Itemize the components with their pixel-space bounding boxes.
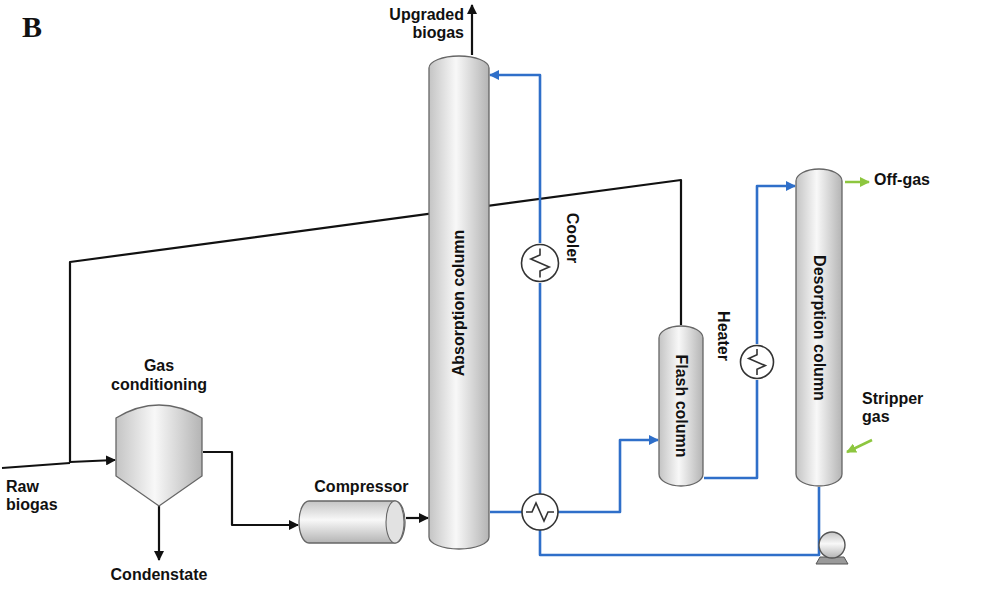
node-label: Heater <box>714 311 732 361</box>
node-label: Compressor <box>314 478 408 496</box>
stream-label: Upgraded biogas <box>372 6 464 43</box>
heat-exchanger <box>522 494 558 530</box>
solvent-line <box>490 440 658 512</box>
feed-line <box>2 463 70 468</box>
panel-letter: B <box>22 10 42 45</box>
vessel-node: Gas conditioning <box>115 398 203 508</box>
column-node: Flash column <box>658 325 704 487</box>
gas-line <box>406 517 428 519</box>
stream-label: Condenstate <box>104 566 214 584</box>
stream-label: Off-gas <box>874 171 930 189</box>
solvent-line <box>757 186 795 344</box>
pump-symbol <box>816 532 848 564</box>
column-shell <box>429 56 489 549</box>
compressor-end <box>386 501 404 543</box>
exchanger-zigzag <box>531 249 549 278</box>
column-shell <box>796 169 842 486</box>
exchanger-circle <box>522 245 559 282</box>
node-label: Gas conditioning <box>107 357 211 394</box>
node-label: Absorption column <box>450 229 468 376</box>
node-outline <box>298 500 406 544</box>
column-node: Absorption column <box>428 55 490 550</box>
stream-label: Stripper gas <box>862 390 954 427</box>
product-arrow <box>471 5 473 55</box>
column-shell <box>659 326 703 486</box>
node-label: Cooler <box>563 213 581 264</box>
exchanger-zigzag <box>749 349 766 375</box>
solvent-line <box>490 75 540 243</box>
compressor-shell <box>299 501 405 543</box>
compressor-node: Compressor <box>298 500 406 544</box>
solvent-line <box>704 380 757 478</box>
node-label: Flash column <box>672 354 690 457</box>
heater-node: Heater <box>739 344 775 380</box>
stream-label: Raw biogas <box>6 478 70 515</box>
node-label: Desorption column <box>810 255 828 401</box>
stripper-arrow <box>847 440 872 452</box>
column-node: Desorption column <box>795 168 843 487</box>
off-gas-arrow <box>845 181 869 184</box>
node-outline <box>115 398 203 508</box>
cooler-node: Cooler <box>520 243 560 283</box>
vessel-shell <box>116 405 202 506</box>
node-outline <box>739 344 775 380</box>
gas-line <box>203 452 298 525</box>
solvent-line <box>540 283 819 555</box>
condensate-arrow <box>158 506 160 560</box>
node-outline <box>520 243 560 283</box>
exchanger-circle <box>741 346 774 379</box>
